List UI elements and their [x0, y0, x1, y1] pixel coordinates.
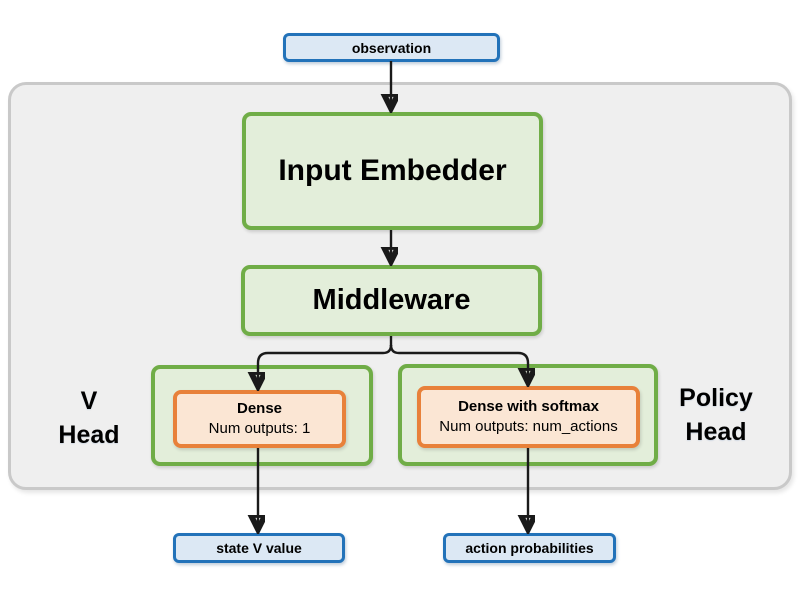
observation-label: observation: [351, 39, 432, 56]
v-dense-node: Dense Num outputs: 1: [173, 390, 346, 448]
v-dense-title: Dense: [236, 399, 283, 417]
state-v-value-node: state V value: [173, 533, 345, 563]
policy-dense-subtitle: Num outputs: num_actions: [439, 418, 618, 435]
policy-dense-title: Dense with softmax: [458, 397, 599, 415]
v-head-label: V Head: [58, 387, 120, 449]
state-v-value-label: state V value: [216, 540, 302, 556]
middleware-label: Middleware: [312, 284, 471, 316]
input-embedder-label: Input Embedder: [278, 154, 507, 187]
action-probabilities-node: action probabilities: [443, 533, 616, 563]
policy-dense-node: Dense with softmax Num outputs: num_acti…: [417, 386, 640, 448]
input-embedder-node: Input Embedder: [242, 112, 543, 230]
v-dense-subtitle: Num outputs: 1: [208, 420, 311, 437]
observation-node: observation: [283, 33, 500, 62]
policy-head-label: Policy Head: [679, 384, 753, 446]
action-probabilities-label: action probabilities: [465, 540, 594, 556]
middleware-node: Middleware: [241, 265, 542, 336]
